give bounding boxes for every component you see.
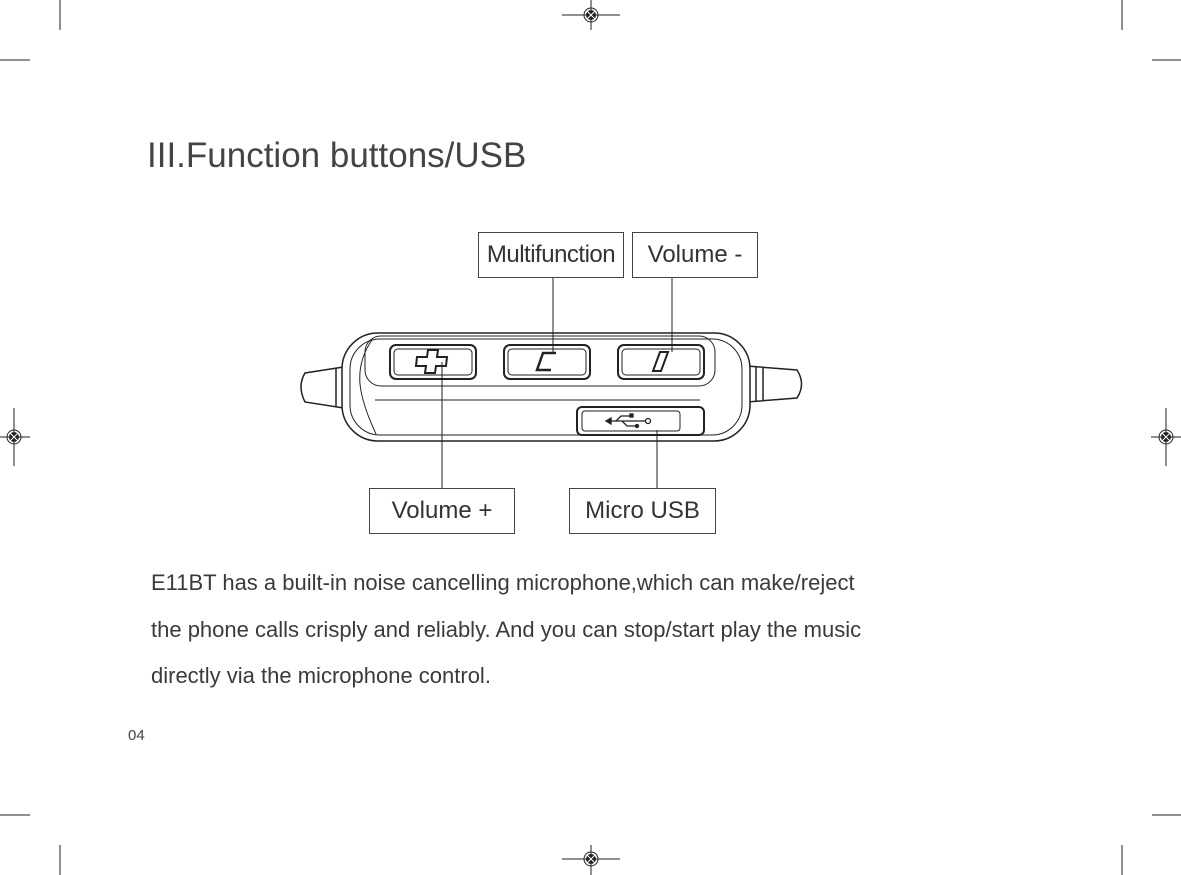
volume-down-label: Volume - [632, 232, 758, 278]
registration-mark-right [1151, 408, 1181, 466]
right-cable-connector [746, 365, 803, 403]
remote-control-illustration [300, 332, 803, 442]
page-number: 04 [128, 727, 145, 744]
multifunction-button [503, 344, 591, 380]
registration-mark-left [0, 408, 30, 466]
usb-icon [604, 413, 652, 429]
body-text-line-2: the phone calls crisply and reliably. An… [151, 617, 862, 642]
plus-icon [414, 349, 449, 374]
micro-usb-label: Micro USB [569, 488, 716, 534]
registration-mark-top [562, 0, 620, 30]
callout-lines [441, 278, 673, 488]
section-title: III.Function buttons/USB [147, 136, 527, 175]
left-cable-connector [300, 365, 351, 410]
multifunction-label: Multifunction [478, 232, 624, 278]
c-icon [535, 351, 556, 372]
body-text-line-3: directly via the microphone control. [151, 663, 491, 688]
i-icon [651, 351, 670, 372]
volume-up-label: Volume + [369, 488, 515, 534]
registration-mark-bottom [562, 845, 620, 875]
body-text-line-1: E11BT has a built-in noise cancelling mi… [151, 570, 855, 595]
